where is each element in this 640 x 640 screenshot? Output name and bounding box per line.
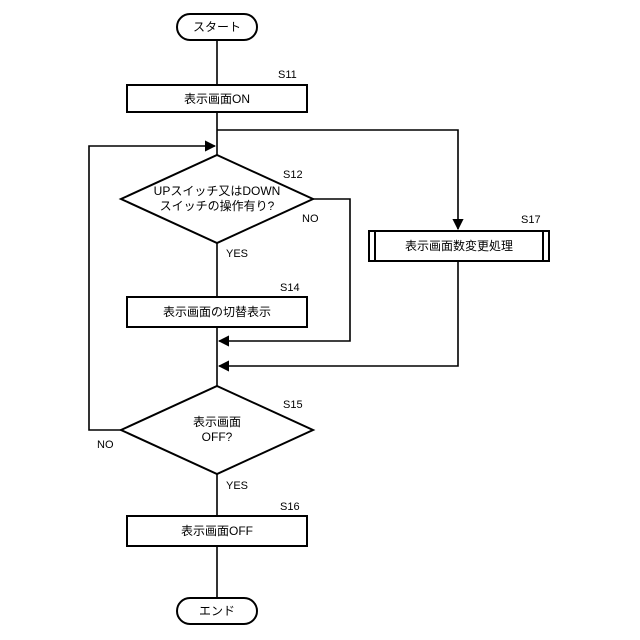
decision-s12-no-label: NO xyxy=(302,213,319,225)
decision-s15: S15 表示画面 OFF? NO YES xyxy=(97,386,313,492)
end-terminal: エンド xyxy=(177,598,257,624)
step-s11-text: 表示画面ON xyxy=(184,92,250,106)
step-s17-label: S17 xyxy=(521,214,541,226)
decision-s15-label: S15 xyxy=(283,399,303,411)
step-s14-text: 表示画面の切替表示 xyxy=(163,305,271,319)
start-terminal: スタート xyxy=(177,14,257,40)
step-s16-label: S16 xyxy=(280,501,300,513)
decision-s15-no-label: NO xyxy=(97,439,114,451)
step-s17-text: 表示画面数変更処理 xyxy=(405,238,513,253)
decision-s12-line2: スイッチの操作有り? xyxy=(160,198,275,213)
decision-s12-label: S12 xyxy=(283,169,303,181)
start-label: スタート xyxy=(193,20,241,34)
decision-s12-line1: UPスイッチ又はDOWN xyxy=(154,184,281,198)
end-label: エンド xyxy=(199,604,235,618)
decision-s12-yes-label: YES xyxy=(226,248,248,260)
decision-s15-line2: OFF? xyxy=(202,430,233,444)
step-s11-label: S11 xyxy=(278,69,297,81)
step-s17: S17 表示画面数変更処理 xyxy=(369,214,549,261)
decision-s12: S12 UPスイッチ又はDOWN スイッチの操作有り? NO YES xyxy=(121,155,319,260)
step-s14-label: S14 xyxy=(280,282,300,294)
step-s16-text: 表示画面OFF xyxy=(181,524,253,538)
decision-s15-yes-label: YES xyxy=(226,480,248,492)
decision-s15-line1: 表示画面 xyxy=(193,415,241,429)
